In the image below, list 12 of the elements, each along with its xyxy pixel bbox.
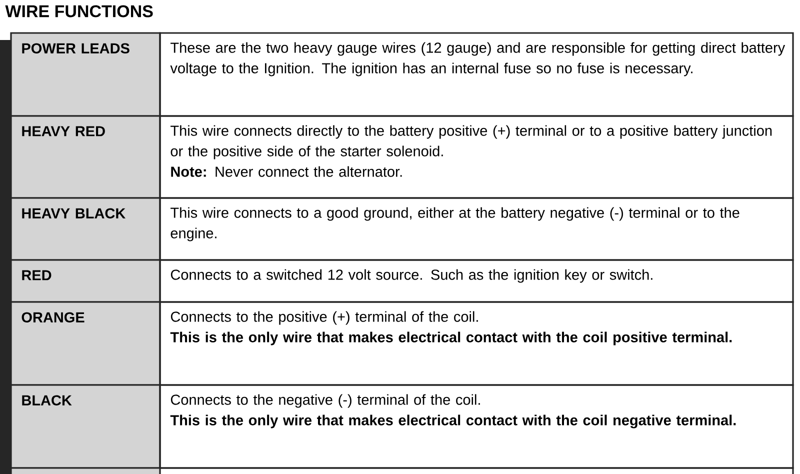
table-cell: Connects to the negative (-) terminal of the coil. This is the only wire that makes electrical contact with the coil negative terminal. [159, 384, 794, 469]
table-cell: ORANGE [10, 301, 161, 386]
table-cell: HEAVY BLACK [10, 197, 161, 261]
table-cell: POWER LEADS [10, 32, 161, 117]
heading: WIRE FUNCTIONS [5, 5, 153, 18]
table-cell: Connects to the positive (+) terminal of the coil. This is the only wire that makes electrical contact with the coil positive terminal. [159, 301, 794, 386]
table-cell: This wire connects directly to the battery positive (+) terminal or to a positive battery junction or the positive side of the starter solenoid. Note: Never connect the alternator. [159, 115, 794, 199]
table-cell: These are the two heavy gauge wires (12 gauge) and are responsible for getting direct battery voltage to the Ignition. The ignition has an internal fuse so no fuse is necessary. [159, 32, 794, 117]
table-cell: Connects to a switched 12 volt source. Such as the ignition key or switch. [159, 259, 794, 303]
table-cell: RED [10, 259, 161, 303]
table-cell: This wire connects to a good ground, either at the battery negative (-) terminal or to the engine. [159, 197, 794, 261]
table-cell: HEAVY RED [10, 115, 161, 199]
